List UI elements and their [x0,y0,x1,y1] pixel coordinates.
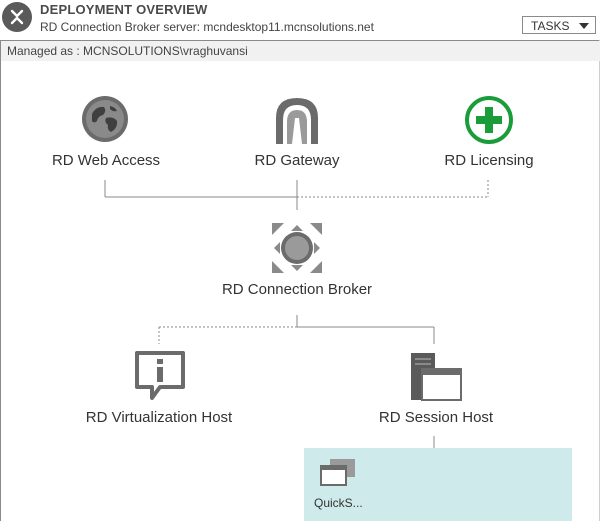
managed-as-text: Managed as : MCNSOLUTIONS\vraghuvansi [7,44,248,58]
node-label-session-host: RD Session Host [378,409,494,426]
header-title: DEPLOYMENT OVERVIEW [40,2,208,17]
node-label-virtualization-host: RD Virtualization Host [85,409,233,426]
collection-tile[interactable]: QuickS... [304,448,572,521]
collection-windows-icon [320,458,356,491]
connection-broker-icon[interactable] [272,223,322,278]
deployment-panel [0,40,600,521]
server-window-icon[interactable] [410,352,462,407]
collection-label: QuickS... [314,496,363,510]
header-subtitle: RD Connection Broker server: mcndesktop1… [40,20,374,34]
node-label-connection-broker: RD Connection Broker [221,281,373,298]
dropdown-arrow-icon [579,23,589,29]
globe-icon[interactable] [80,94,130,149]
info-callout-icon[interactable] [134,350,186,407]
managed-as-bar: Managed as : MCNSOLUTIONS\vraghuvansi [1,41,600,61]
tasks-dropdown[interactable]: TASKS [522,16,596,34]
deployment-overview-header: DEPLOYMENT OVERVIEW RD Connection Broker… [0,0,600,40]
node-label-web-access: RD Web Access [51,152,161,169]
add-circle-icon[interactable] [464,95,514,150]
expand-collapse-icon[interactable] [2,2,32,32]
node-label-gateway: RD Gateway [254,152,340,169]
node-label-licensing: RD Licensing [444,152,534,169]
gateway-tunnel-icon[interactable] [274,96,320,151]
tasks-label: TASKS [531,19,570,33]
